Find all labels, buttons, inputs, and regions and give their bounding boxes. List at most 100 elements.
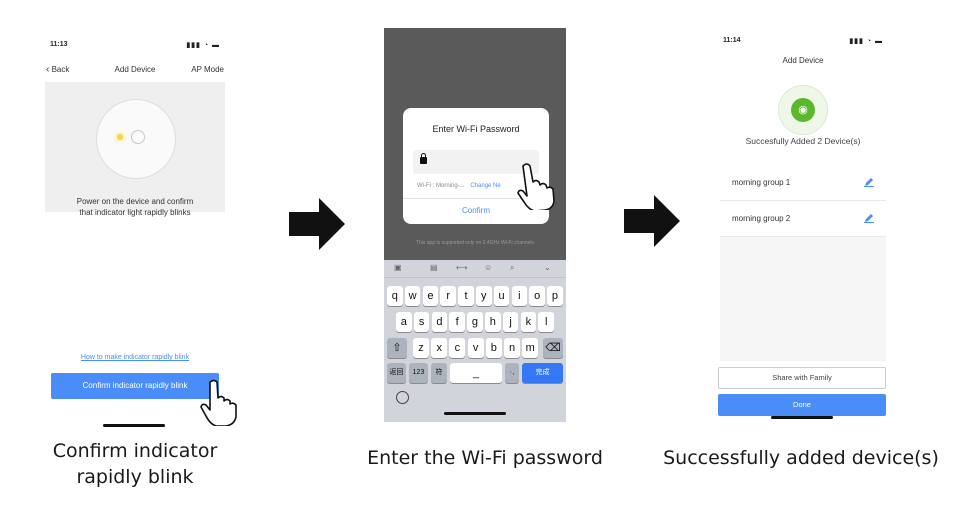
status-time: 11:13 <box>50 41 68 48</box>
ap-mode-button[interactable]: AP Mode <box>191 65 224 74</box>
page-title: Add Device <box>114 65 156 74</box>
wifi-success-icon: ◉ <box>791 98 815 122</box>
lock-icon <box>420 157 427 164</box>
key-m[interactable]: m <box>522 338 539 358</box>
keyboard-toolbar: ▣ ▤ ⟷ ☺ ⌕ ⌄ <box>384 260 566 278</box>
back-label: Back <box>51 65 70 74</box>
phone-wifi-password: Enter Wi-Fi Password Wi-Fi : Morning-...… <box>384 28 566 422</box>
chevron-left-icon: ‹ <box>46 64 50 75</box>
step1-caption-line2: rapidly blink <box>76 466 194 488</box>
emoji-switch-icon[interactable]: ▣ <box>394 263 402 272</box>
success-text: Succesfully Added 2 Device(s) <box>745 136 861 146</box>
hand-pointer-icon <box>200 379 237 426</box>
nav-bar: ‹ Back Add Device AP Mode <box>40 60 230 80</box>
collapse-keyboard-icon[interactable]: ⌄ <box>544 263 551 272</box>
key-q[interactable]: q <box>387 286 403 306</box>
key-y[interactable]: y <box>476 286 492 306</box>
key-x[interactable]: x <box>431 338 448 358</box>
delete-key[interactable]: ⌫ <box>543 338 563 358</box>
key-u[interactable]: u <box>493 286 510 306</box>
key-i[interactable]: i <box>511 286 528 306</box>
keyboard-switch-icon[interactable]: ▤ <box>430 263 438 272</box>
key-v[interactable]: v <box>467 338 484 358</box>
done-key[interactable]: 完成 <box>522 363 563 383</box>
key-g[interactable]: g <box>467 312 483 332</box>
password-input[interactable] <box>413 150 539 174</box>
key-l[interactable]: l <box>538 312 554 332</box>
list-item[interactable]: morning group 1 <box>720 165 886 201</box>
wifi-name: Wi-Fi : Morning-... <box>417 183 465 189</box>
key-f[interactable]: f <box>449 312 465 332</box>
globe-icon[interactable] <box>396 391 409 404</box>
key-h[interactable]: h <box>485 312 501 332</box>
device-list: morning group 1 morning group 2 <box>720 165 886 361</box>
status-icons: ▮▮▮ ◔ ▬ <box>186 42 220 49</box>
key-p[interactable]: p <box>547 286 563 306</box>
instruction-text: Power on the device and confirm that ind… <box>40 196 230 218</box>
smiley-icon[interactable]: ☺ <box>484 263 493 272</box>
key-n[interactable]: n <box>504 338 520 358</box>
key-z[interactable]: z <box>413 338 429 358</box>
symbols-key[interactable]: 符 <box>431 363 447 383</box>
device-name: morning group 2 <box>732 214 791 223</box>
key-a[interactable]: a <box>396 312 412 332</box>
arrow-right-icon <box>289 198 345 250</box>
key-d[interactable]: d <box>431 312 448 332</box>
done-button[interactable]: Done <box>718 394 886 416</box>
share-with-family-button[interactable]: Share with Family <box>718 367 886 389</box>
list-item[interactable]: morning group 2 <box>720 201 886 237</box>
band-note: This app is supported only on 2.4GHz Wi-… <box>415 240 535 246</box>
status-bar: 11:14 ▮▮▮ ◔ ▬ <box>713 28 893 48</box>
key-c[interactable]: c <box>449 338 466 358</box>
home-indicator <box>103 424 165 427</box>
indicator-light-icon <box>117 134 123 140</box>
instruction-line-2: that indicator light rapidly blinks <box>79 208 191 217</box>
home-indicator <box>771 416 833 419</box>
lock-shackle <box>421 153 426 158</box>
phone-device-added: 11:14 ▮▮▮ ◔ ▬ Add Device ◉ Succesfully A… <box>713 28 893 422</box>
key-w[interactable]: w <box>404 286 421 306</box>
cursor-move-icon[interactable]: ⟷ <box>456 263 468 272</box>
status-time: 11:14 <box>723 37 741 44</box>
device-illustration <box>97 100 175 178</box>
edit-pencil-icon[interactable] <box>864 213 874 223</box>
help-link[interactable]: How to make indicator rapidly blink <box>80 354 190 361</box>
key-e[interactable]: e <box>422 286 439 306</box>
step1-caption: Confirm indicator rapidly blink <box>20 438 250 490</box>
status-icons: ▮▮▮ ◔ ▬ <box>849 38 883 45</box>
key-t[interactable]: t <box>458 286 474 306</box>
confirm-indicator-button[interactable]: Confirm indicator rapidly blink <box>51 373 219 399</box>
hand-pointer-icon <box>517 163 555 210</box>
step3-caption: Successfully added device(s) <box>663 447 939 469</box>
page-title: Add Device <box>782 56 824 65</box>
status-bar: 11:13 ▮▮▮ ◔ ▬ <box>40 32 230 52</box>
device-illustration-area <box>45 82 225 212</box>
key-k[interactable]: k <box>520 312 537 332</box>
wifi-network-row: Wi-Fi : Morning-... Change Ne <box>417 183 501 189</box>
dialog-title: Enter Wi-Fi Password <box>432 124 520 134</box>
back-button[interactable]: ‹ Back <box>46 64 69 75</box>
search-icon[interactable]: ⌕ <box>510 263 515 272</box>
confirm-button[interactable]: Confirm <box>461 206 490 215</box>
dialog-divider <box>403 198 549 199</box>
arrow-right-icon <box>624 195 680 247</box>
key-o[interactable]: o <box>529 286 545 306</box>
wifi-dialog: Enter Wi-Fi Password Wi-Fi : Morning-...… <box>403 108 549 224</box>
key-b[interactable]: b <box>485 338 502 358</box>
step1-caption-line1: Confirm indicator <box>52 440 218 462</box>
back-key[interactable]: 返回 <box>387 363 406 383</box>
numbers-key[interactable]: 123 <box>409 363 428 383</box>
shift-key[interactable]: ⇧ <box>387 338 407 358</box>
change-network-link[interactable]: Change Ne <box>470 183 501 189</box>
home-indicator <box>444 412 506 415</box>
space-key[interactable]: _ <box>450 363 502 383</box>
key-j[interactable]: j <box>502 312 519 332</box>
key-r[interactable]: r <box>440 286 456 306</box>
power-button-icon <box>131 130 145 144</box>
success-badge: ◉ <box>778 85 828 135</box>
device-name: morning group 1 <box>732 178 791 187</box>
edit-pencil-icon[interactable] <box>864 177 874 187</box>
punctuation-key[interactable]: ·, <box>505 363 519 383</box>
key-s[interactable]: s <box>413 312 430 332</box>
